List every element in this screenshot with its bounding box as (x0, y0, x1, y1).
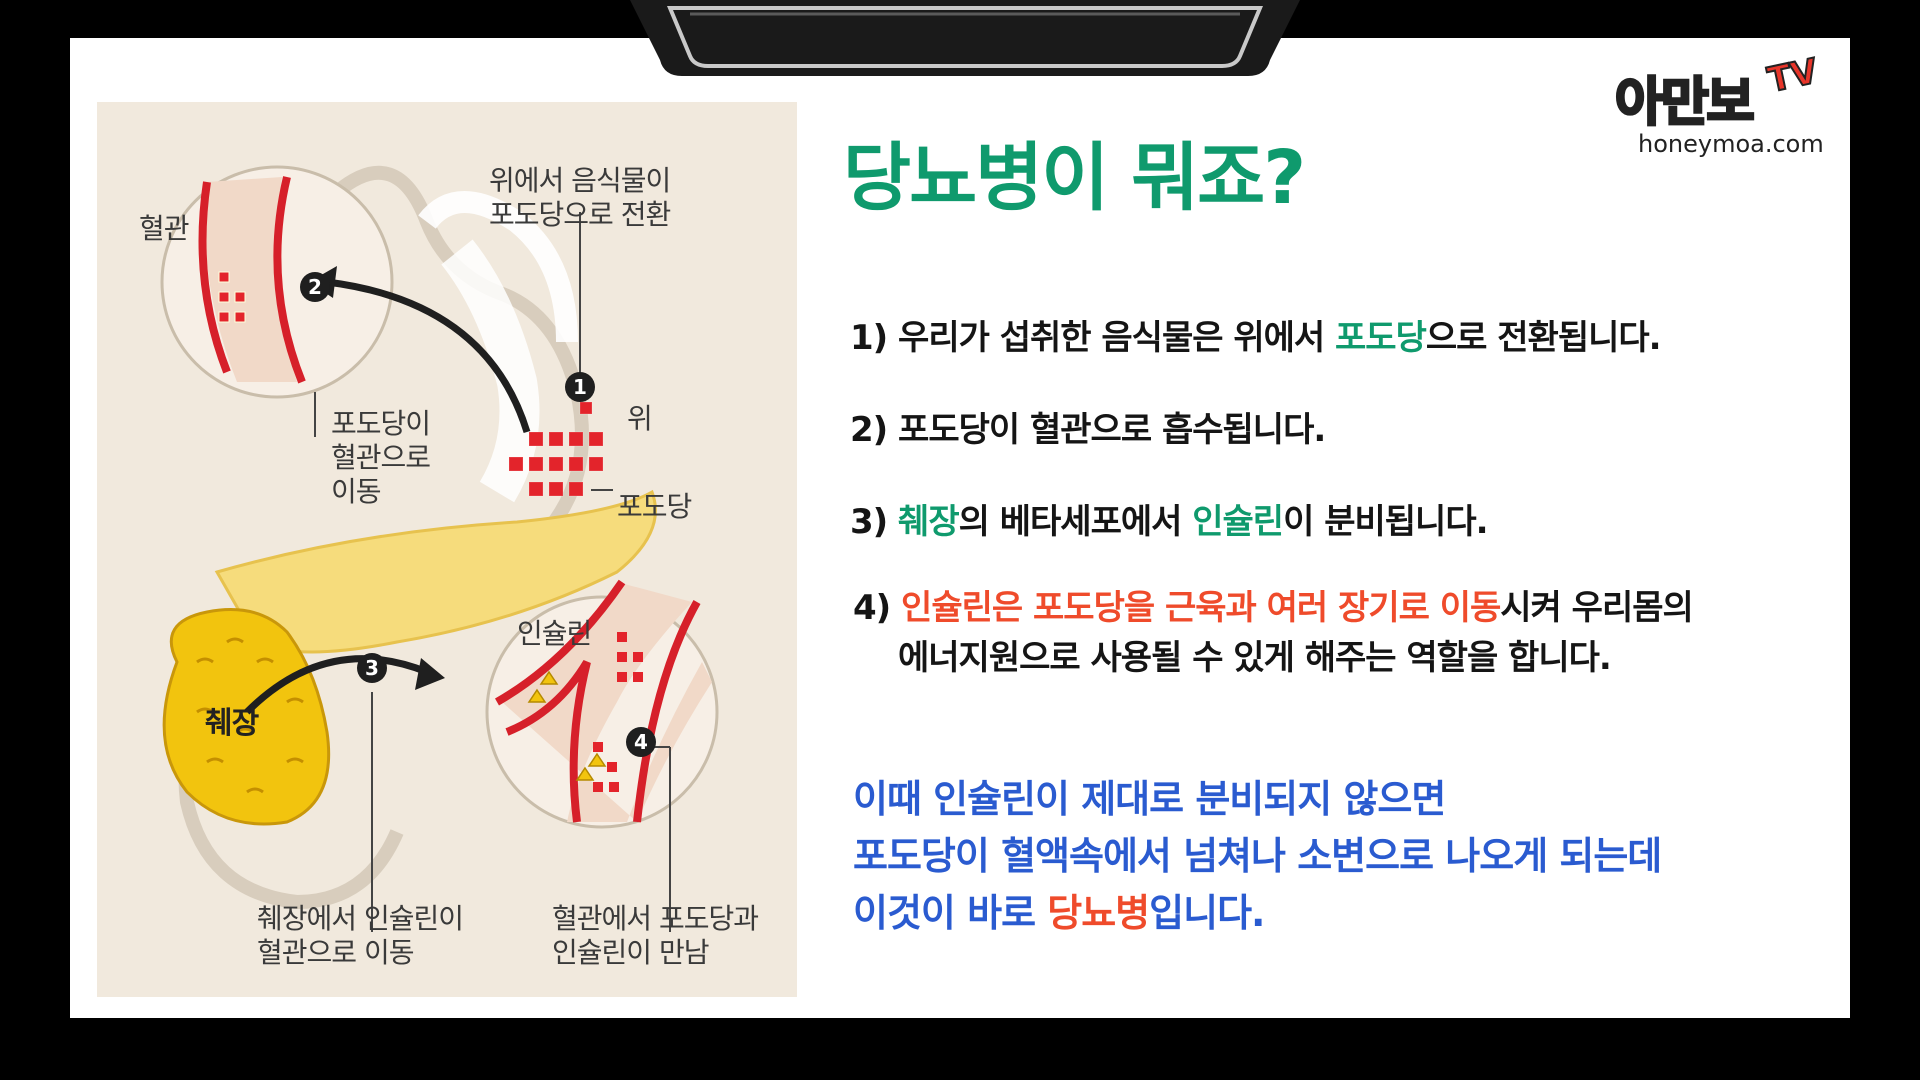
label-vessel: 혈관 (139, 212, 190, 245)
label-insulin-to-vessel: 췌장에서 인슐린이 혈관으로 이동 (257, 902, 464, 969)
step-4: 4) 인슐린은 포도당을 근육과 여러 장기로 이동시켜 우리몸의 (853, 588, 1694, 628)
note-line-1: 이때 인슐린이 제대로 분비되지 않으면 (853, 777, 1446, 821)
label-stomach-convert: 위에서 음식물이 포도당으로 전환 (489, 164, 671, 231)
page-title: 당뇨병이 뭐죠? (843, 135, 1306, 221)
step-3: 3) 췌장의 베타세포에서 인슐린이 분비됩니다. (850, 502, 1489, 542)
label-meet: 혈관에서 포도당과 인슐린이 만남 (552, 902, 759, 969)
marker-4: 4 (634, 730, 648, 754)
note-line-2: 포도당이 혈액속에서 넘쳐나 소변으로 나오게 되는데 (853, 834, 1662, 878)
marker-1: 1 (573, 375, 587, 399)
label-insulin: 인슐린 (517, 617, 592, 650)
marker-3: 3 (365, 656, 379, 680)
logo-text: 아만보 (1614, 72, 1757, 135)
note-line-3: 이것이 바로 당뇨병입니다. (853, 891, 1265, 935)
logo-url: honeymoa.com (1638, 130, 1824, 158)
label-stomach: 위 (627, 402, 653, 435)
diabetes-diagram: 1 2 3 4 혈관 위에서 음식물이 포도당으로 전환 위 포도당 포도당이 … (97, 102, 797, 997)
step-2: 2) 포도당이 혈관으로 흡수됩니다. (850, 410, 1326, 450)
anatomy-illustration: 1 2 3 4 (97, 102, 797, 997)
clipboard-clip-icon (630, 0, 1300, 76)
step-4-line2: 에너지원으로 사용될 수 있게 해주는 역할을 합니다. (898, 638, 1612, 678)
clipboard-bottom-bar (0, 1018, 1920, 1080)
marker-2: 2 (308, 275, 322, 299)
step-1: 1) 우리가 섭취한 음식물은 위에서 포도당으로 전환됩니다. (850, 318, 1662, 358)
label-glucose-to-vessel: 포도당이 혈관으로 이동 (331, 407, 431, 508)
label-glucose: 포도당 (617, 490, 692, 523)
label-pancreas: 췌장 (205, 706, 259, 741)
